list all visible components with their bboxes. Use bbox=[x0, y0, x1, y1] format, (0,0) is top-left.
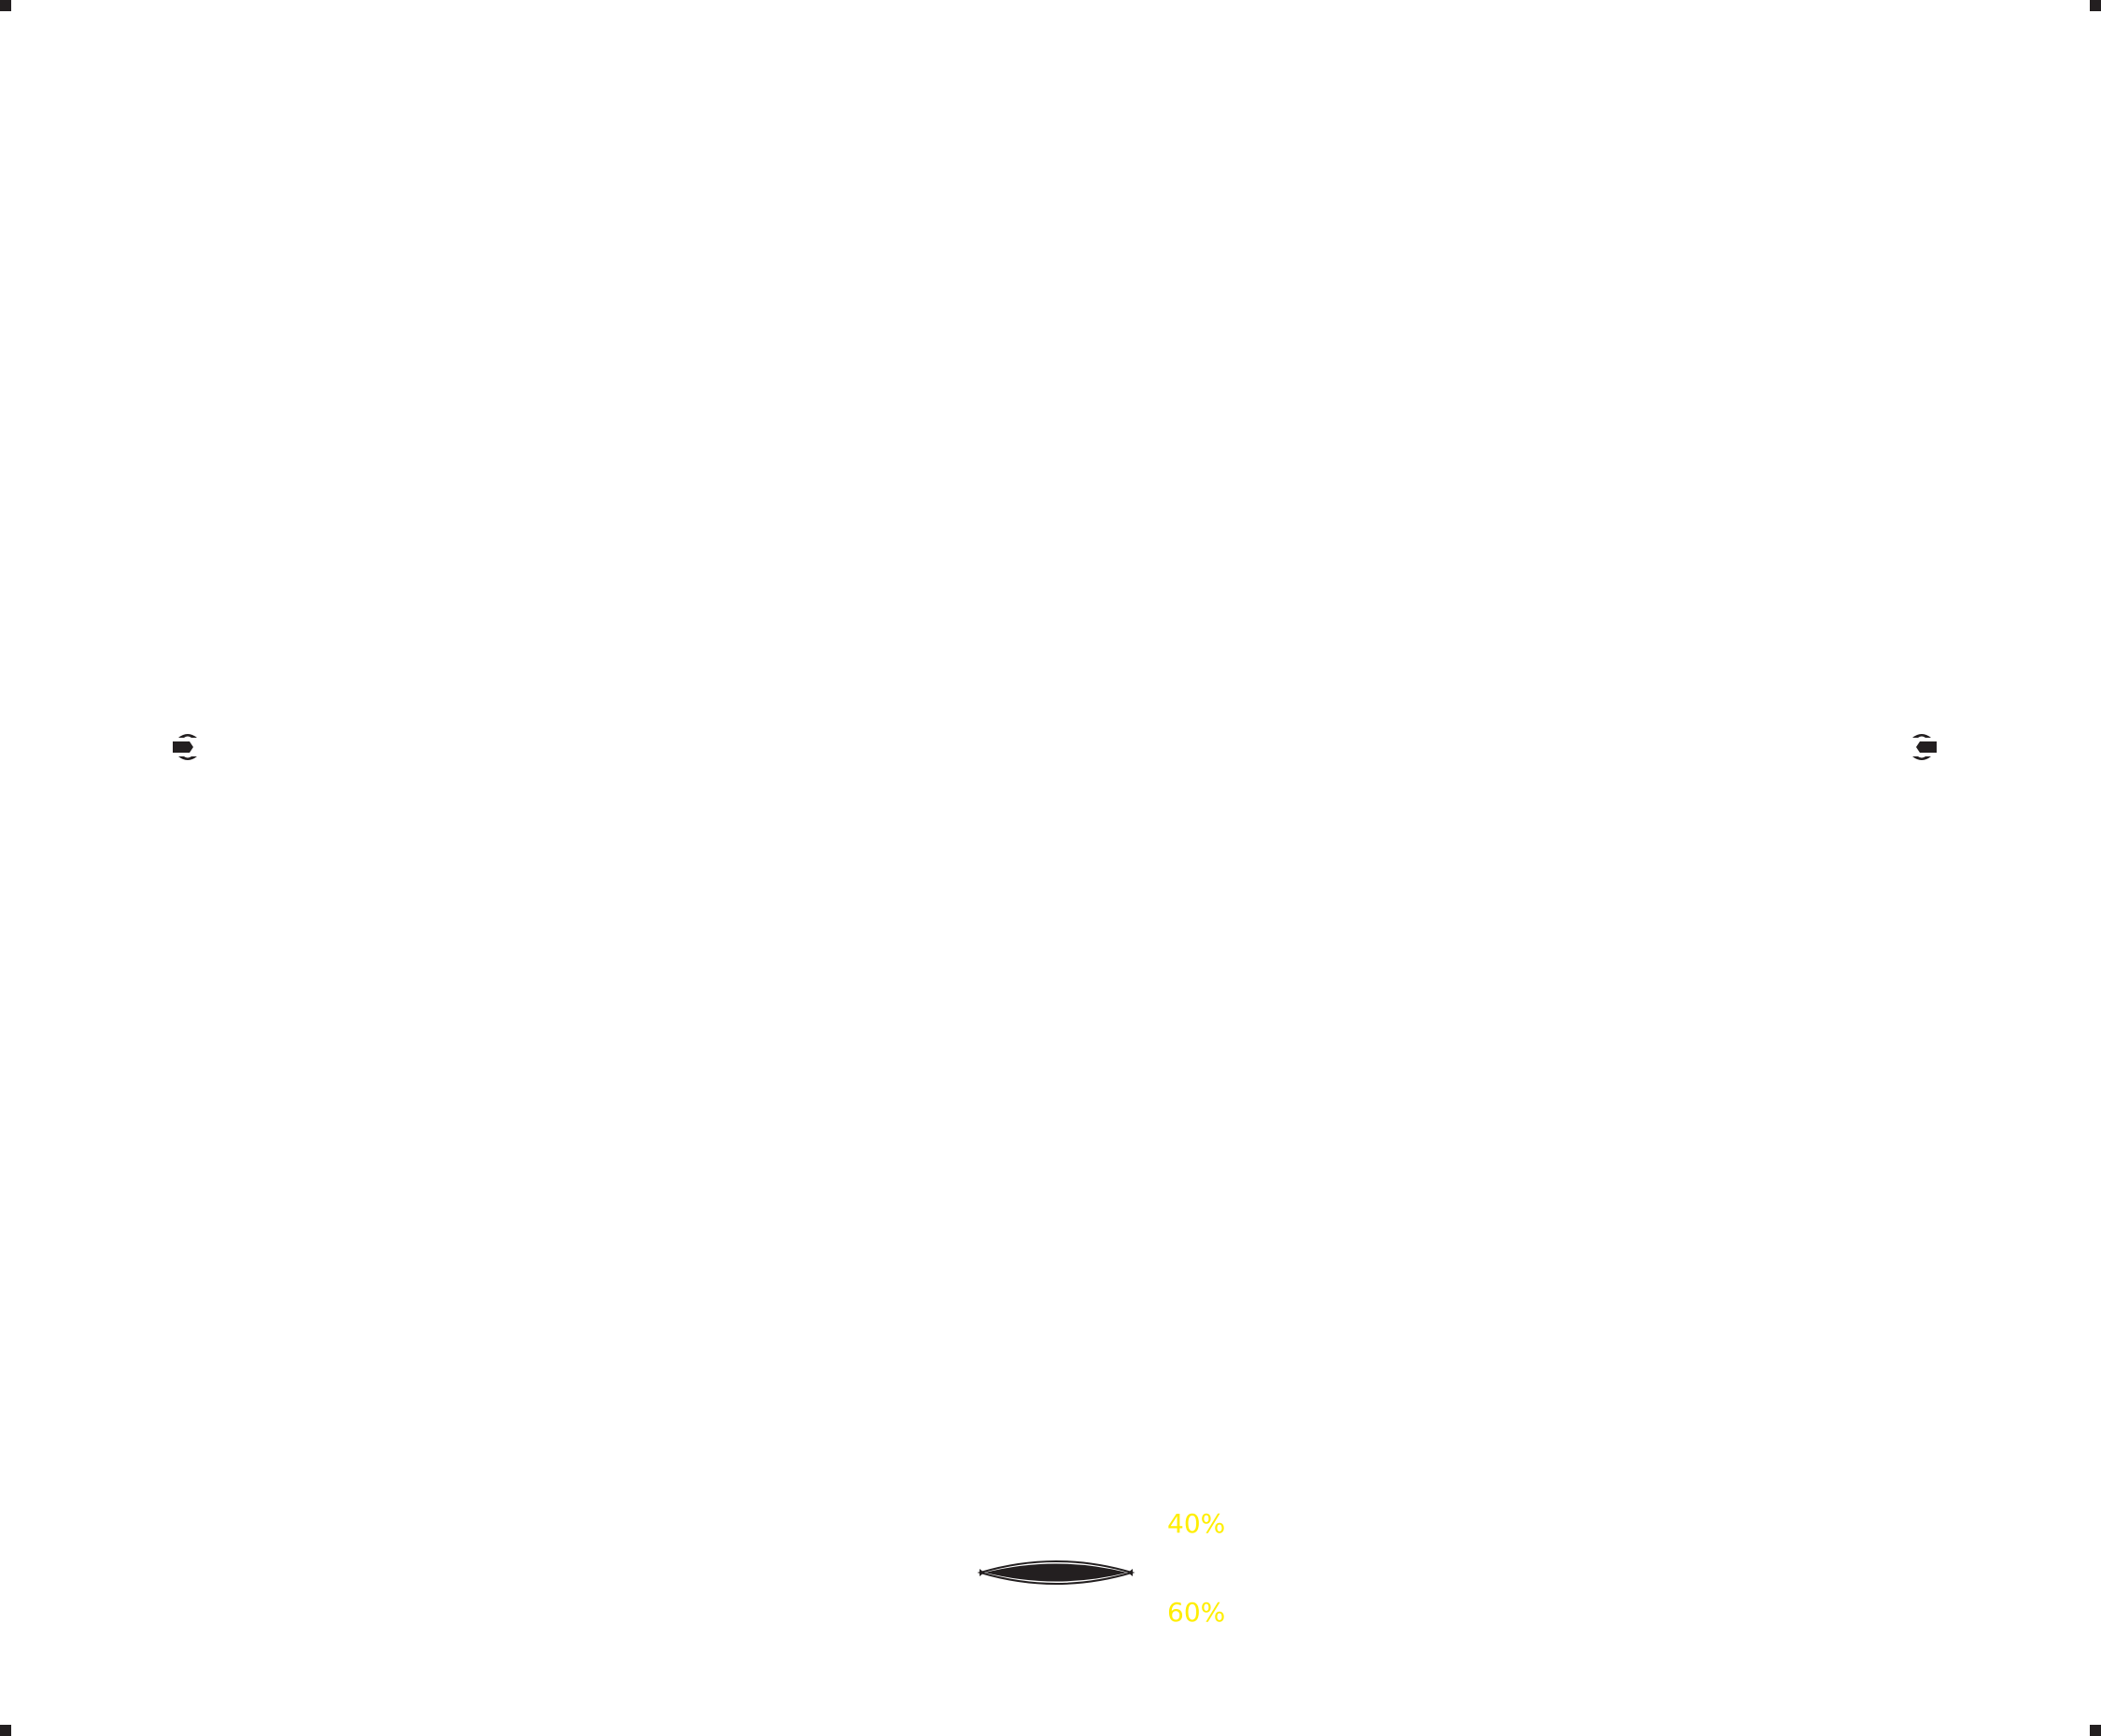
corner-mark-top-right-icon bbox=[2090, 0, 2101, 11]
lower-percent-label: 60% bbox=[1167, 1597, 1226, 1628]
corner-mark-bottom-left-icon bbox=[0, 1725, 11, 1736]
corner-mark-bottom-right-icon bbox=[2090, 1725, 2101, 1736]
right-stitch-marker-icon bbox=[1912, 734, 1937, 760]
oval-slot-icon bbox=[977, 1560, 1135, 1585]
upper-percent-label: 40% bbox=[1167, 1508, 1226, 1539]
corner-mark-top-left-icon bbox=[0, 0, 11, 11]
left-stitch-marker-icon bbox=[173, 734, 197, 760]
